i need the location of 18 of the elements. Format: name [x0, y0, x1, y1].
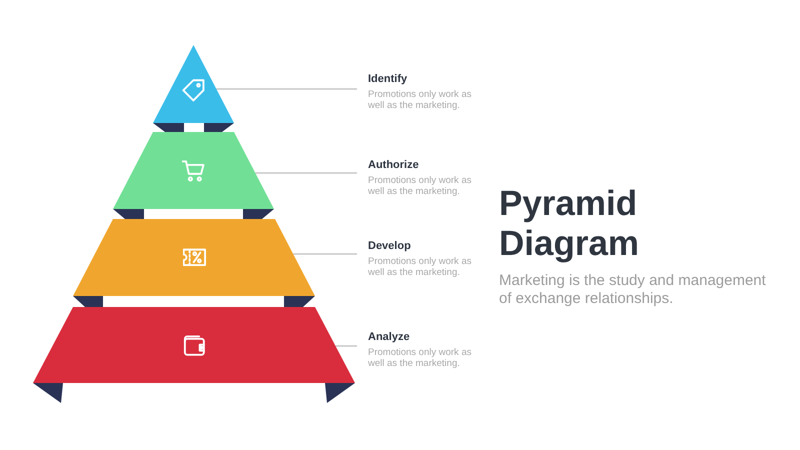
pyramid-tier [33, 307, 355, 383]
step-heading: Develop [368, 240, 411, 253]
step-heading: Identify [368, 73, 408, 86]
subtitle: Marketing is the study and management of exchange relationships. [499, 272, 767, 308]
step-heading: Analyze [368, 331, 410, 344]
leader-line [216, 88, 357, 90]
title: Pyramid Diagram [499, 184, 640, 264]
step-description: Promotions only work as well as the marketing. [368, 175, 472, 197]
step-heading: Authorize [368, 159, 419, 172]
leader-line [293, 253, 357, 255]
step-description: Promotions only work as well as the marketing. [368, 89, 472, 111]
leader-line [255, 172, 357, 174]
step-description: Promotions only work as well as the marketing. [368, 256, 472, 278]
pyramid-tier [73, 219, 315, 296]
step-description: Promotions only work as well as the marketing. [368, 347, 472, 369]
leader-line [336, 345, 357, 347]
pyramid-tier [113, 132, 274, 209]
pyramid-top [153, 45, 234, 123]
